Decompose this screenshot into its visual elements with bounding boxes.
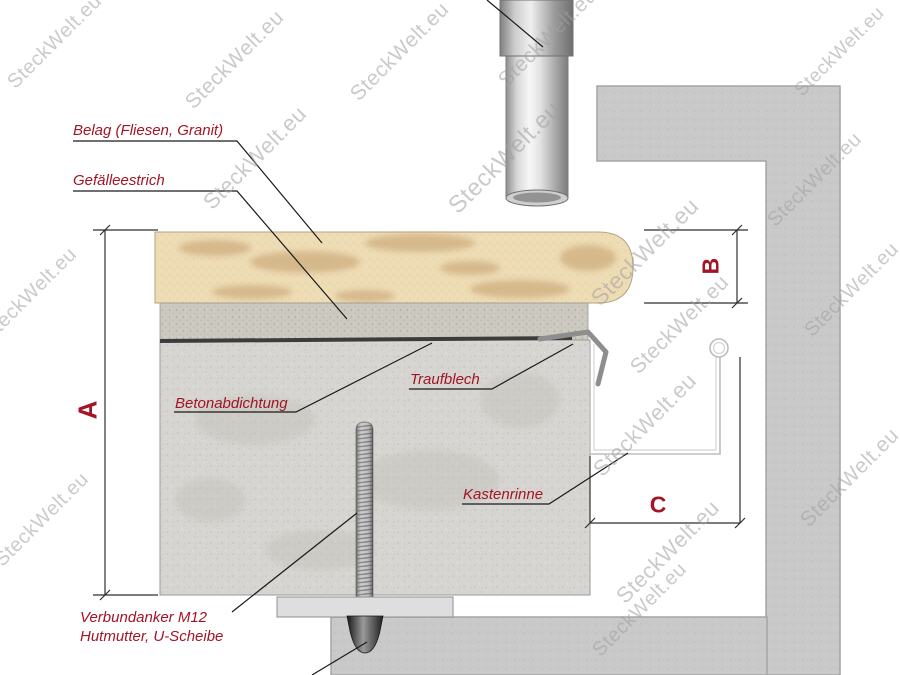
screed-layer [159,302,589,341]
dimension-b-line [644,224,748,309]
anchor-rod [355,421,374,637]
dimension-c-label: C [649,491,667,518]
label-verbundanker-line1: Verbundanker M12 [80,609,208,626]
building-wall [596,85,841,675]
concrete-slab [159,339,591,596]
cap-nut [346,615,384,654]
box-gutter [589,338,729,455]
tile-layer [154,231,634,304]
label-belag: Belag (Fliesen, Granit) [73,122,224,139]
dimension-b-label: B [697,257,724,275]
leader-lines [73,0,629,675]
label-verbundanker-line2: Hutmutter, U-Scheibe [80,628,224,645]
label-verbundanker: Verbundanker M12 Hutmutter, U-Scheibe [80,608,223,646]
label-betonabdichtung: Betonabdichtung [175,395,288,412]
drip-edge-flashing-icon [537,329,609,387]
label-gefaelleestrich: Gefälleestrich [73,172,165,189]
dimension-a-line [93,224,158,601]
downpipe [499,0,574,207]
base-plate [276,596,454,618]
label-kastenrinne: Kastenrinne [463,486,544,503]
dimension-c-line [584,357,746,529]
label-traufblech: Traufblech [410,371,480,388]
bottom-slab [330,616,768,675]
dimension-a-label: A [72,400,103,420]
waterproofing-membrane [159,336,573,343]
